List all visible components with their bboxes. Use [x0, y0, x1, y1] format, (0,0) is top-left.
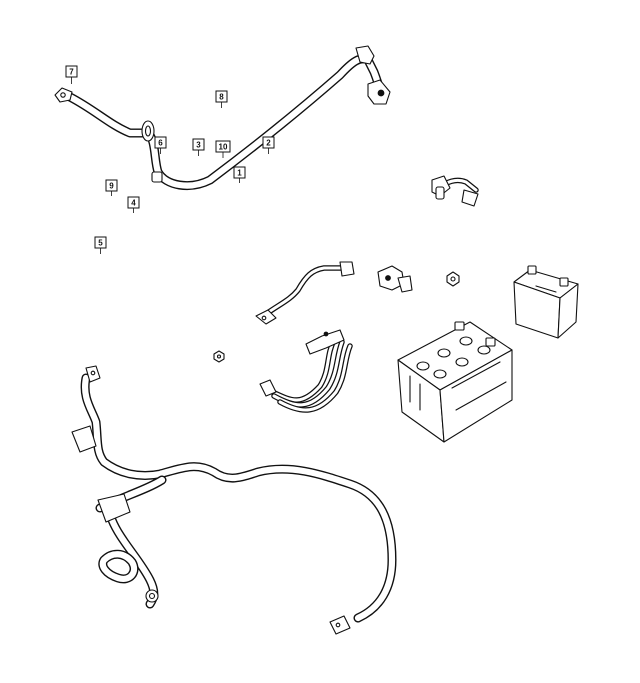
callout-8-label: 8	[219, 93, 224, 102]
negative-jumper-cable	[255, 261, 355, 325]
callout-10: 10	[215, 140, 231, 158]
callout-3: 3	[192, 138, 205, 156]
auxiliary-battery	[513, 265, 579, 339]
callout-4: 4	[127, 196, 140, 213]
multi-wire-harness	[259, 329, 353, 413]
callout-5-label: 5	[98, 239, 103, 248]
callout-9: 9	[105, 179, 118, 196]
terminal-connector	[377, 265, 413, 293]
callout-2: 2	[262, 136, 275, 154]
callout-4-label: 4	[131, 199, 136, 208]
callout-2-label: 2	[266, 139, 271, 148]
main-battery	[397, 321, 513, 443]
callout-7: 7	[65, 65, 78, 84]
upper-positive-cable	[54, 45, 391, 191]
callout-10-label: 10	[219, 143, 228, 152]
hex-nut-lower	[213, 350, 225, 363]
callout-1: 1	[233, 166, 246, 183]
callout-1-label: 1	[237, 169, 242, 178]
main-battery-harness	[71, 365, 397, 635]
battery-sensor-connector	[431, 175, 479, 207]
callout-7-label: 7	[69, 68, 74, 77]
callout-8: 8	[215, 90, 228, 108]
callout-5: 5	[94, 236, 107, 254]
callout-9-label: 9	[109, 182, 114, 191]
callout-3-label: 3	[196, 141, 201, 150]
callout-6: 6	[154, 136, 167, 154]
callout-6-label: 6	[158, 139, 163, 148]
hex-nut-upper	[446, 271, 460, 287]
